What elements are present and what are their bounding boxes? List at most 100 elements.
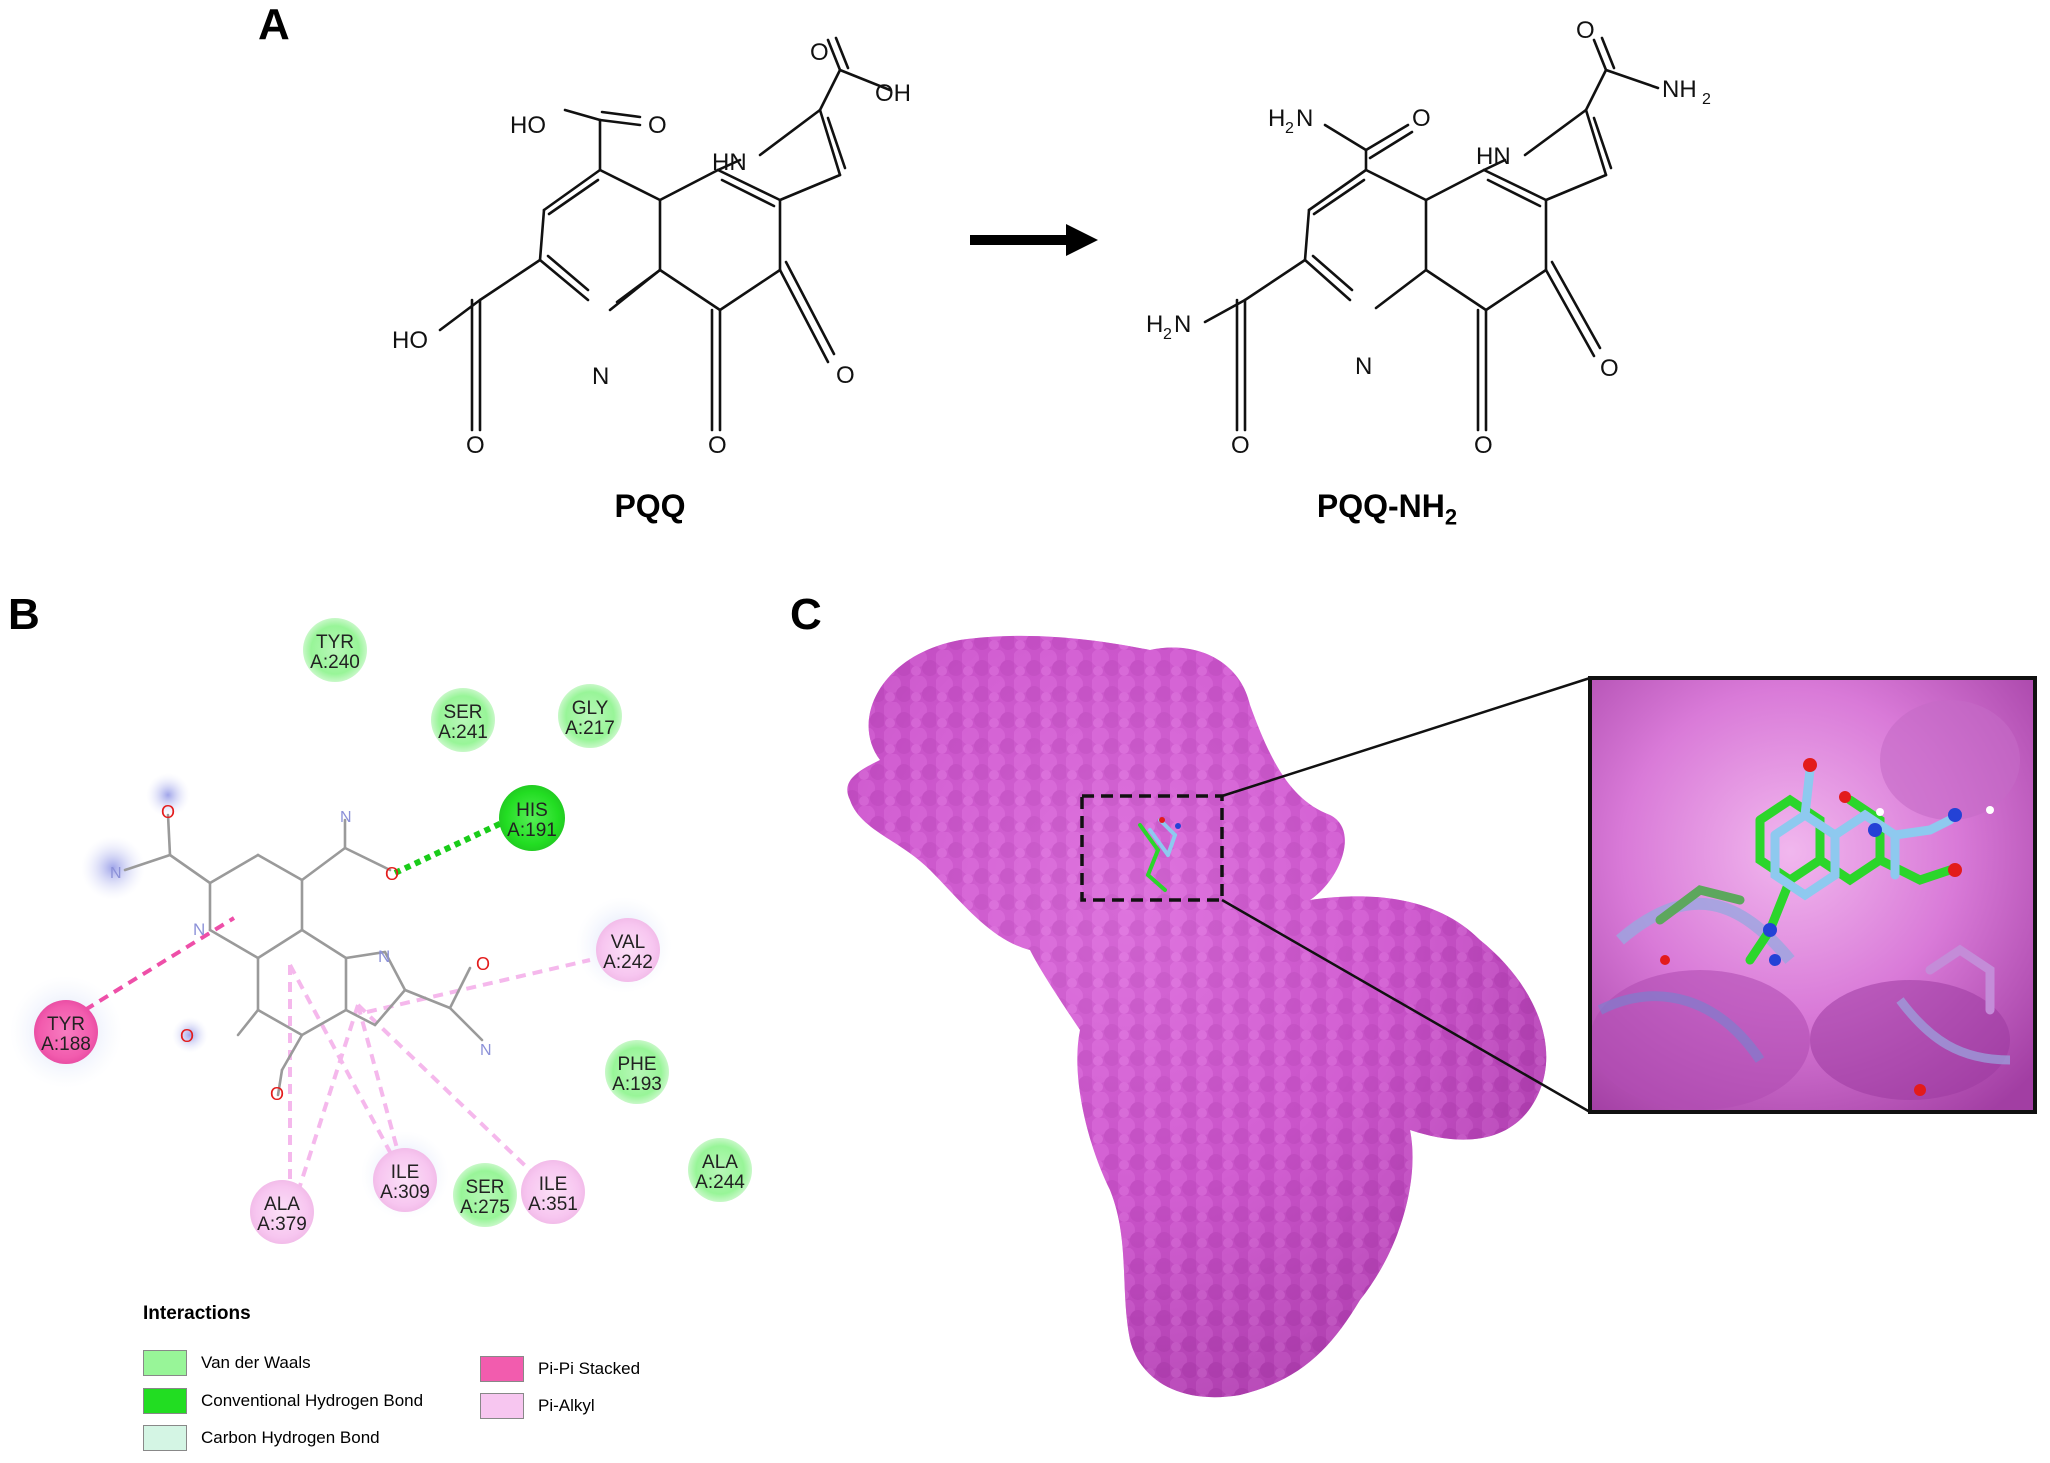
residue-ala244-name: ALA — [702, 1152, 738, 1173]
residue-ala379: ALA A:379 — [250, 1180, 314, 1244]
residue-ser275-pos: A:275 — [460, 1197, 510, 1218]
residue-ile351: ILE A:351 — [521, 1160, 585, 1224]
residue-gly217-pos: A:217 — [565, 718, 615, 739]
legend-swatch-vdw — [143, 1350, 187, 1376]
pqq-nh2-label-n-top: N — [1296, 105, 1313, 132]
interaction-map: O N N N O N O N O O TYR A:240 SER A:241 … — [10, 618, 752, 1244]
pqq-nh2-label-o1: O — [1576, 17, 1595, 44]
panel-label-a: A — [258, 0, 290, 49]
pqq-atom-labels: OH HO HO HN N O O O O O O — [392, 39, 911, 459]
legend-label-pipi: Pi-Pi Stacked — [538, 1359, 641, 1378]
residue-ala244-pos: A:244 — [695, 1172, 745, 1193]
pqq-nh2-label-sub-top: 2 — [1285, 120, 1294, 137]
lig-atom-o-quinone-left: O — [180, 1026, 194, 1046]
pqq-nh2-label-n-left: N — [1174, 311, 1191, 338]
pqq-nh2-label-o3: O — [1231, 432, 1250, 459]
pqq-label-o3: O — [466, 432, 485, 459]
zoom-connector-bottom — [1221, 898, 1591, 1114]
lig-atom-o-his: O — [385, 864, 399, 884]
pqq-nh2-atom-labels: NH 2 H 2 N H 2 N HN N O O O O O O — [1146, 17, 1711, 459]
pqq-label-ho-left: HO — [392, 327, 428, 354]
residue-tyr188-pos: A:188 — [41, 1034, 91, 1055]
legend-item-vdw: Van der Waals — [143, 1350, 311, 1376]
pqq-nh2-label-n: N — [1355, 353, 1372, 380]
halo-amide-n-left — [81, 836, 145, 900]
pi-alkyl-line-ile309-b — [288, 964, 392, 1153]
legend-item-pialkyl: Pi-Alkyl — [480, 1393, 595, 1419]
pi-alkyl-line-ile309-a — [356, 1004, 400, 1153]
pqq-label-o2: O — [648, 112, 667, 139]
residue-tyr188: TYR A:188 — [34, 1000, 98, 1064]
pqq-nh2-label-sub-right: 2 — [1702, 91, 1711, 108]
legend-swatch-pipi — [480, 1356, 524, 1382]
residue-ala379-pos: A:379 — [257, 1214, 307, 1235]
residue-phe193-pos: A:193 — [612, 1074, 662, 1095]
pqq-caption: PQQ — [614, 488, 686, 524]
residue-val242: VAL A:242 — [596, 918, 660, 982]
residue-ser241-name: SER — [443, 702, 482, 723]
pqq-nh2-label-o2: O — [1412, 105, 1431, 132]
interaction-legend: Interactions Van der Waals Conventional … — [143, 1303, 703, 1458]
pi-pi-line-tyr188-a — [83, 916, 236, 1012]
residue-ile351-name: ILE — [539, 1174, 568, 1195]
lig-atom-o-val: O — [476, 954, 490, 974]
legend-item-hbond: Conventional Hydrogen Bond — [143, 1388, 423, 1414]
pqq-structure — [438, 36, 892, 432]
halo-amide-o-top — [146, 773, 190, 817]
lig-atom-n-pyrrole: N — [378, 947, 390, 966]
lig-atom-n-amide-right: N — [480, 1042, 492, 1059]
lig-atom-o-top: O — [161, 802, 175, 822]
pqq-nh2-label-h-top: H — [1268, 105, 1285, 132]
residue-his191: HIS A:191 — [499, 785, 565, 851]
pqq-nh2-caption: PQQ-NH2 — [1282, 488, 1492, 530]
residue-ser241-pos: A:241 — [438, 722, 488, 743]
ligand-small — [1138, 817, 1181, 892]
residue-ser275: SER A:275 — [453, 1163, 517, 1227]
residue-val242-pos: A:242 — [603, 952, 653, 973]
zoom-connector-top — [1221, 676, 1591, 798]
residue-tyr240-pos: A:240 — [310, 652, 360, 673]
legend-item-pipi: Pi-Pi Stacked — [480, 1356, 640, 1382]
pqq-label-o4: O — [708, 432, 727, 459]
pqq-nh2-label-hn: HN — [1476, 143, 1511, 170]
legend-label-chbond: Carbon Hydrogen Bond — [201, 1428, 380, 1447]
pqq-label-o5: O — [836, 362, 855, 389]
pqq-nh2-label-o4: O — [1474, 432, 1493, 459]
pqq-nh2-caption-main: PQQ-NH — [1316, 488, 1445, 524]
residue-gly217: GLY A:217 — [558, 684, 622, 748]
legend-label-hbond: Conventional Hydrogen Bond — [201, 1391, 424, 1410]
residue-ala379-name: ALA — [264, 1194, 300, 1215]
pqq-nh2-caption-sub: 2 — [1444, 504, 1458, 530]
residue-ile309-pos: A:309 — [380, 1182, 430, 1203]
residue-ala244: ALA A:244 — [688, 1138, 752, 1202]
legend-title: Interactions — [143, 1303, 251, 1324]
legend-item-chbond: Carbon Hydrogen Bond — [143, 1425, 380, 1451]
residue-his191-pos: A:191 — [507, 820, 557, 841]
residue-phe193: PHE A:193 — [605, 1040, 669, 1104]
zoom-region-box — [1080, 794, 1224, 902]
pqq-label-o1: O — [810, 39, 829, 66]
residue-gly217-name: GLY — [572, 698, 609, 719]
panel-label-c: C — [790, 590, 822, 639]
residue-his191-name: HIS — [516, 800, 548, 821]
protein-surface — [847, 635, 1547, 1398]
hbond-line-his191 — [393, 817, 510, 876]
halo-quinone-o — [172, 1017, 208, 1053]
residue-ser241: SER A:241 — [431, 688, 495, 752]
pqq-nh2-label-o5: O — [1600, 355, 1619, 382]
pi-alkyl-line-val242 — [366, 958, 591, 1014]
residue-tyr188-name: TYR — [47, 1014, 85, 1035]
pqq-label-oh-top: OH — [875, 80, 911, 107]
pqq-label-ho-top: HO — [510, 112, 546, 139]
pqq-nh2-label-nh-right: NH — [1662, 76, 1697, 103]
lig-atom-n-amide-top: N — [340, 809, 352, 826]
legend-swatch-pialkyl — [480, 1393, 524, 1419]
pqq-label-n: N — [592, 363, 609, 390]
legend-swatch-hbond — [143, 1388, 187, 1414]
legend-label-pialkyl: Pi-Alkyl — [538, 1396, 595, 1415]
pqq-nh2-structure — [1203, 36, 1660, 432]
residue-tyr240-name: TYR — [316, 632, 354, 653]
legend-label-vdw: Van der Waals — [201, 1353, 311, 1372]
interaction-lines — [83, 817, 591, 1193]
